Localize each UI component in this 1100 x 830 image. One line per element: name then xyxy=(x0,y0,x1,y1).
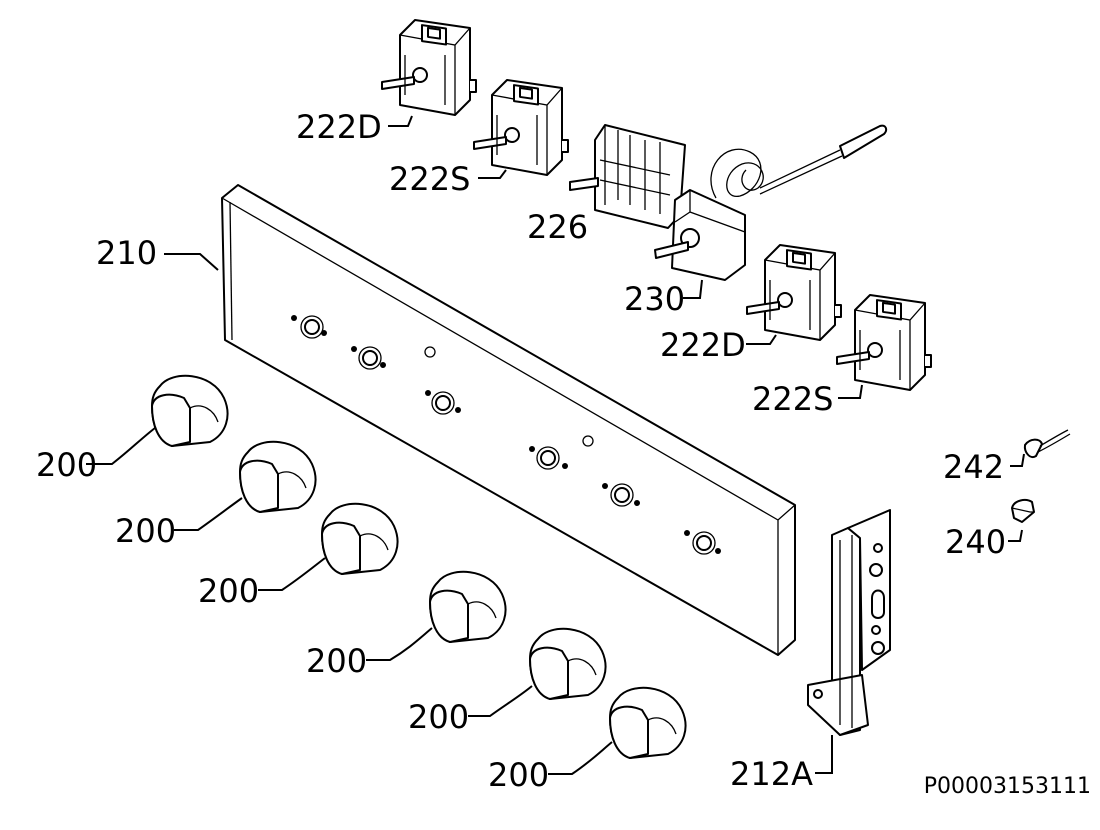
panel-knob-holes xyxy=(291,315,721,555)
lamp-holder-240 xyxy=(1011,499,1035,523)
energy-regulator-222s-top xyxy=(473,79,569,176)
energy-regulator-222d-top xyxy=(381,19,477,116)
label-200-1: 200 xyxy=(36,446,97,484)
knob-200-2 xyxy=(239,440,317,513)
knob-200-6 xyxy=(609,686,687,759)
label-200-3: 200 xyxy=(198,572,259,610)
knob-200-5 xyxy=(529,627,607,700)
label-222s-top: 222S xyxy=(389,160,470,198)
label-212a: 212A xyxy=(730,755,813,793)
knob-200-4 xyxy=(429,570,507,643)
label-200-4: 200 xyxy=(306,642,367,680)
label-222s-right: 222S xyxy=(752,380,833,418)
energy-regulator-222s-right xyxy=(836,294,932,391)
label-226: 226 xyxy=(527,208,588,246)
bracket-212a xyxy=(807,509,891,736)
label-230: 230 xyxy=(624,280,685,318)
energy-regulator-222d-mid xyxy=(746,244,842,341)
label-222d-mid: 222D xyxy=(660,326,746,364)
label-200-2: 200 xyxy=(115,512,176,550)
label-200-5: 200 xyxy=(408,698,469,736)
diagram-code: P00003153111 xyxy=(924,774,1091,799)
label-200-6: 200 xyxy=(488,756,549,794)
label-222d-top: 222D xyxy=(296,108,382,146)
label-240: 240 xyxy=(945,523,1006,561)
label-242: 242 xyxy=(943,448,1004,486)
knob-200-3 xyxy=(321,502,399,575)
knob-200-1 xyxy=(151,374,229,447)
lamp-242 xyxy=(1023,429,1071,458)
label-210: 210 xyxy=(96,234,157,272)
thermostat-230 xyxy=(654,124,888,281)
leader-lines xyxy=(86,115,1025,775)
control-panel-210 xyxy=(221,184,796,656)
